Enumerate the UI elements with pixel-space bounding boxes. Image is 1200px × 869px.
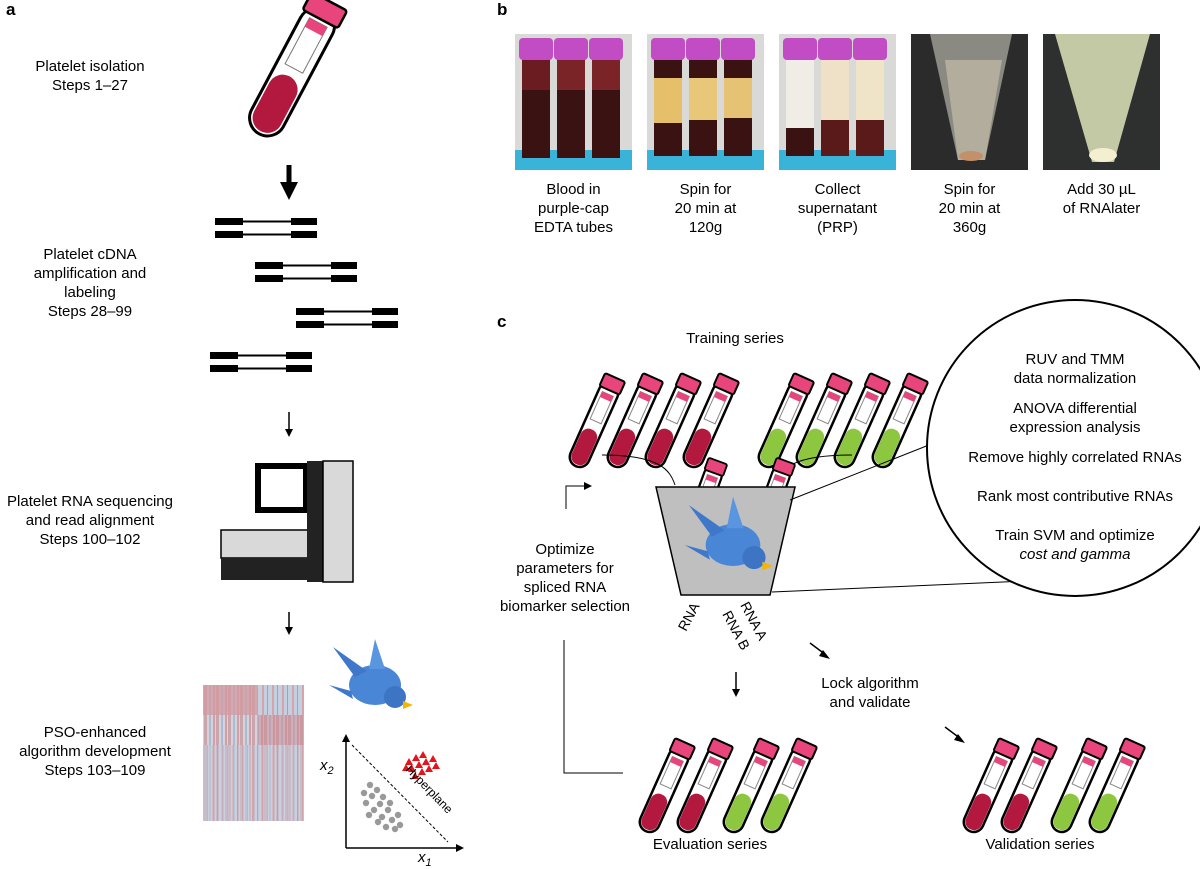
panel-letter-a: a [6, 0, 16, 19]
arrow-to-lock-icon [809, 642, 830, 659]
axis-x-label: x1 [417, 849, 432, 869]
training-series-title: Training series [686, 330, 784, 347]
svm-scatter-plot [342, 734, 464, 852]
arrow-down-thick-icon [280, 165, 298, 200]
photo-spin-120g [647, 34, 764, 170]
rna-label: RNA [675, 599, 703, 633]
cdna-fragment-3 [295, 307, 399, 329]
photo-spin-360g [911, 34, 1028, 170]
funnel-curve-left [601, 454, 676, 486]
panel-letter-b: b [497, 0, 508, 19]
arrow-down-icon-2 [285, 612, 293, 635]
photo-add-rnalater [1043, 34, 1160, 170]
axis-y-label: x2 [319, 757, 334, 777]
photo-collect-prp [779, 34, 896, 170]
cdna-fragment-2 [254, 261, 358, 283]
cdna-fragment-4 [209, 351, 313, 373]
arrow-to-evaluation-icon [732, 672, 740, 697]
bird-icon-panel-a [329, 639, 413, 709]
photo-blood-tubes [515, 34, 632, 170]
circle-item-remove-correlated: Remove highly correlated RNAs [968, 449, 1182, 466]
arrow-to-validation-icon [944, 726, 965, 743]
circle-item-train-svm: Train SVM and optimize cost and gamma [995, 527, 1155, 563]
evaluation-series-title: Evaluation series [652, 836, 768, 853]
arrow-down-icon-1 [285, 412, 293, 437]
pipeline-circle [926, 299, 1200, 597]
blood-tube-large [248, 0, 348, 138]
photo-tube-1 [519, 38, 553, 158]
connector-line-bottom [771, 579, 1051, 593]
panel-letter-c: c [497, 312, 507, 331]
optimize-loop-arrow [563, 482, 623, 774]
photo-tube-2 [554, 38, 588, 158]
validation-series-title: Validation series [985, 836, 1095, 853]
circle-item-rank-rnas: Rank most contributive RNAs [977, 488, 1173, 505]
cdna-fragment-1 [214, 217, 318, 239]
sequencer-icon [220, 460, 354, 583]
photo-tube-3 [589, 38, 623, 158]
heatmap [203, 685, 304, 821]
